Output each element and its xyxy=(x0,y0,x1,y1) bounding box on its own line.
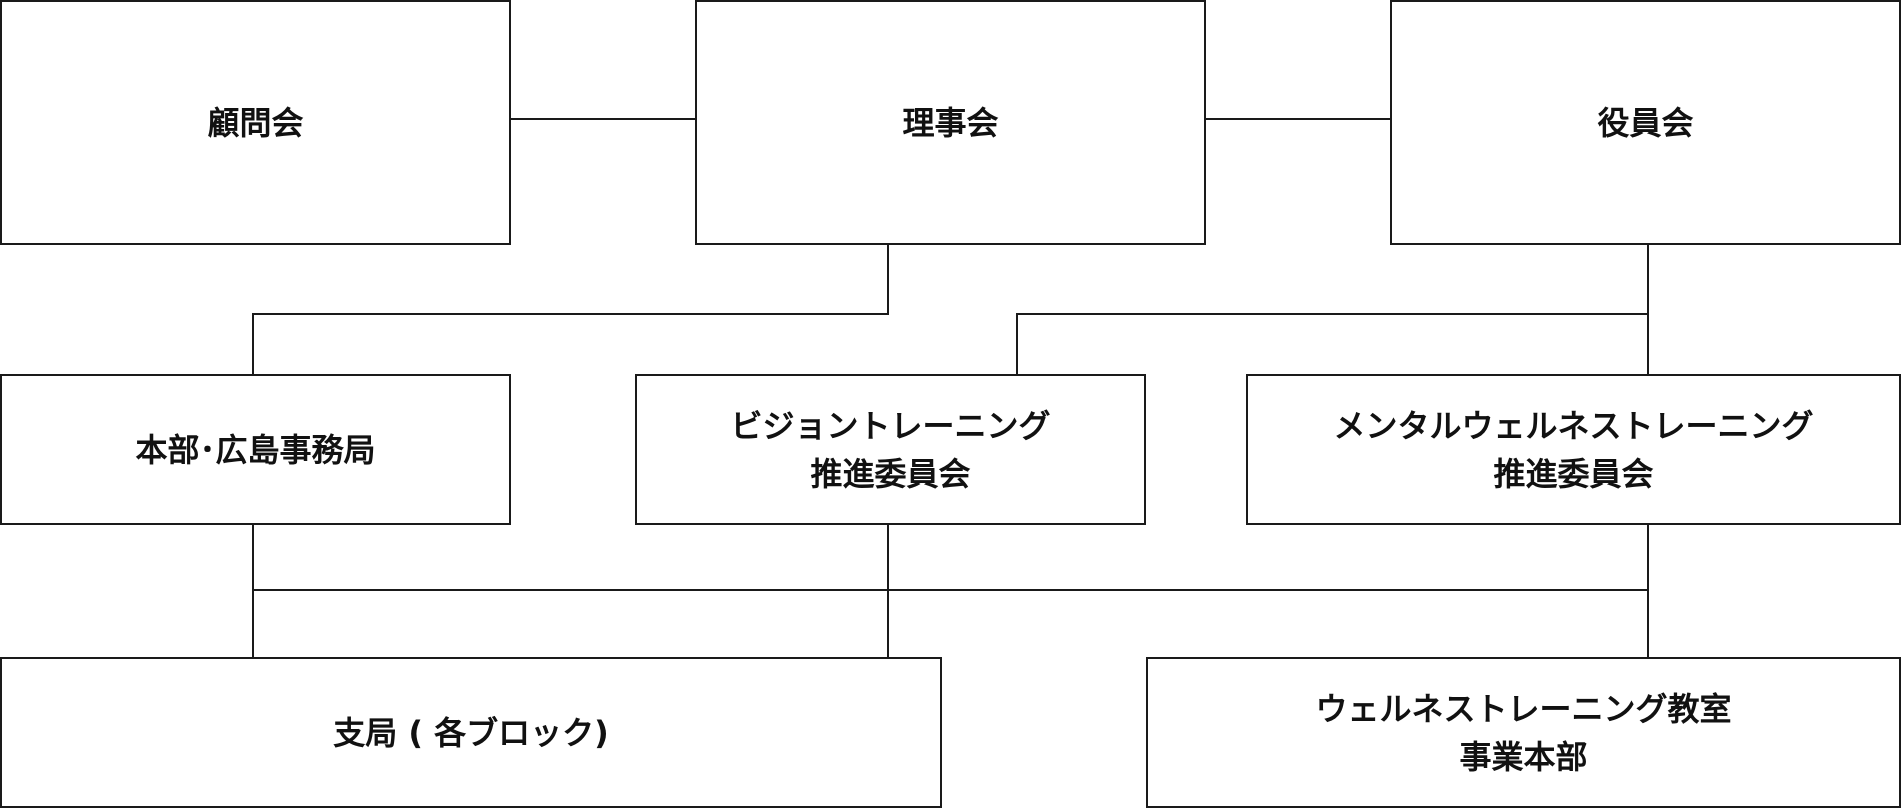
node-mental-wellness-committee: メンタルウェルネストレーニング 推進委員会 xyxy=(1246,374,1901,525)
node-headquarters-office-label: 本部･広島事務局 xyxy=(135,430,376,469)
node-wellness-school-division-line2: 事業本部 xyxy=(1459,737,1588,776)
node-wellness-school-division-line1: ウェルネストレーニング教室 xyxy=(1315,689,1732,728)
node-board-of-directors-label: 理事会 xyxy=(902,103,999,142)
node-branch-offices: 支局 ( 各ブロック) xyxy=(0,657,942,808)
node-wellness-school-division: ウェルネストレーニング教室 事業本部 xyxy=(1146,657,1901,808)
node-headquarters-office: 本部･広島事務局 xyxy=(0,374,511,525)
node-mental-wellness-committee-line1: メンタルウェルネストレーニング xyxy=(1333,406,1814,445)
node-officers-council-label: 役員会 xyxy=(1597,103,1694,142)
node-officers-council: 役員会 xyxy=(1390,0,1901,245)
node-vision-training-committee-line2: 推進委員会 xyxy=(810,454,971,493)
node-vision-training-committee: ビジョントレーニング 推進委員会 xyxy=(635,374,1146,525)
node-advisory-council: 顧問会 xyxy=(0,0,511,245)
node-vision-training-committee-line1: ビジョントレーニング xyxy=(730,406,1051,445)
node-branch-offices-label: 支局 ( 各ブロック) xyxy=(333,713,609,752)
node-advisory-council-label: 顧問会 xyxy=(207,103,304,142)
node-mental-wellness-committee-line2: 推進委員会 xyxy=(1493,454,1654,493)
node-board-of-directors: 理事会 xyxy=(695,0,1206,245)
